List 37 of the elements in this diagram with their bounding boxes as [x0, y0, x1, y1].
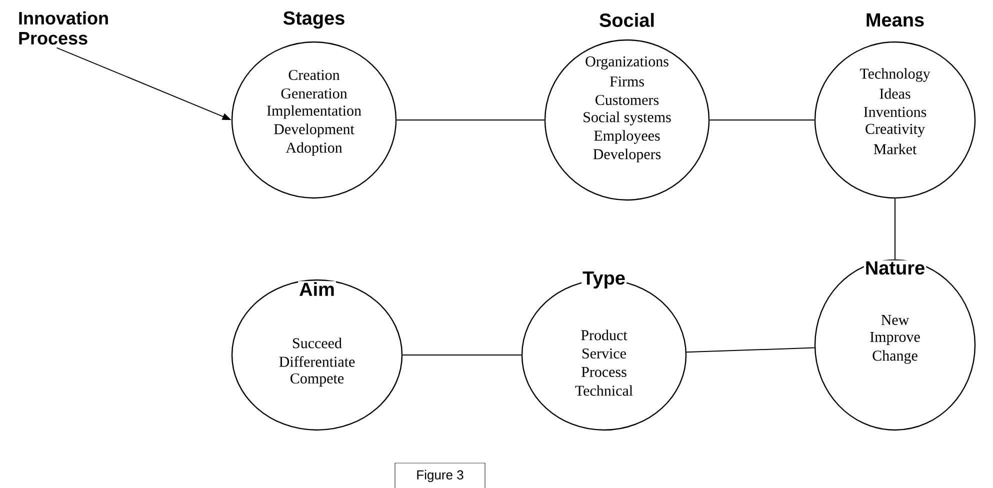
list-item: Technology: [860, 68, 930, 82]
list-item: Process: [582, 367, 626, 377]
list-item: Product: [581, 330, 628, 340]
list-item: Developers: [593, 148, 661, 162]
list-item: Creativity: [866, 124, 925, 138]
heading: Type: [582, 270, 626, 290]
list-item: Development: [274, 124, 354, 138]
list-item: Adoption: [286, 142, 342, 156]
connector: [894, 198, 896, 260]
list-item: Service: [582, 348, 626, 359]
heading: Social: [598, 12, 656, 28]
list-item: Social systems: [584, 112, 671, 126]
list-item: Generation: [281, 88, 348, 99]
list-item: Compete: [290, 373, 344, 387]
list-item: Firms: [610, 76, 644, 87]
list-item: Customers: [596, 94, 659, 106]
heading: Aim: [298, 281, 336, 297]
list-item: Differentiate: [279, 356, 355, 367]
list-item: Inventions: [864, 106, 926, 118]
connector: [402, 354, 522, 356]
caption-box: Figure 3: [394, 462, 486, 488]
list-item: Technical: [575, 385, 633, 396]
list-item: Succeed: [293, 338, 342, 348]
list-item: Market: [874, 144, 917, 154]
list-item: Creation: [288, 70, 340, 80]
start-label: Innovation Process: [19, 11, 108, 45]
list-item: New: [881, 315, 910, 325]
heading: Means: [864, 12, 926, 28]
list-item: Employees: [594, 130, 660, 144]
list-item: Change: [872, 350, 918, 364]
heading: Nature: [864, 260, 926, 276]
heading: Stages: [282, 10, 346, 30]
connector: [686, 347, 815, 353]
list-item: Improve: [870, 332, 920, 345]
list-item: Implementation: [267, 105, 362, 119]
list-item: Ideas: [880, 88, 910, 99]
list-item: Organizations: [586, 56, 668, 70]
